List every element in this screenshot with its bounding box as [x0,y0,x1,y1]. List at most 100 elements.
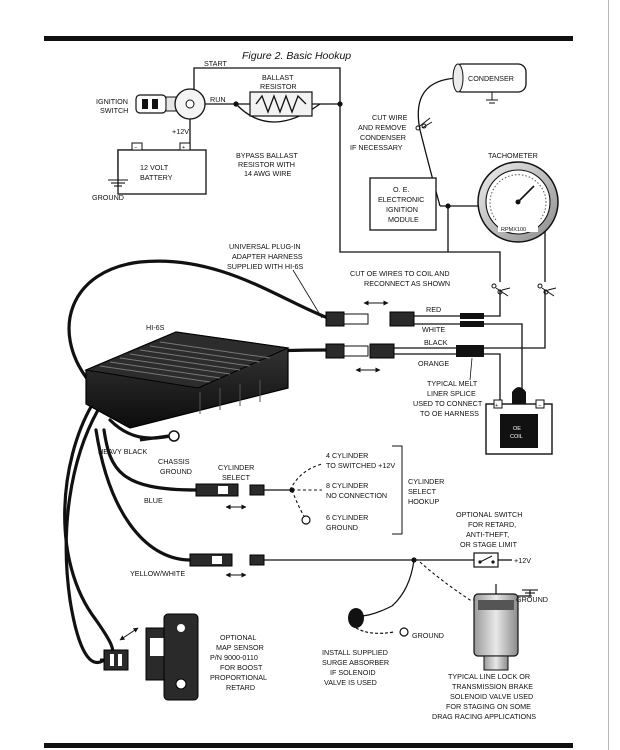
line-lock-label-5: DRAG RACING APPLICATIONS [432,712,536,721]
junction-dot [233,101,239,107]
map-label-1: OPTIONAL [220,633,256,642]
junction-dot [337,101,343,107]
harness-label-3: SUPPLIED WITH HI-6S [227,262,303,271]
optional-switch [473,552,512,568]
bypass-label-3: 14 AWG WIRE [244,169,291,178]
surge-absorber [348,608,364,628]
condenser-label: CONDENSER [468,74,514,83]
junction-dot [445,203,451,209]
coil-minus: − [538,403,541,409]
switch-label-1: OPTIONAL SWITCH [456,510,522,519]
hi6s-label: HI-6S [146,323,165,332]
map-label-6: RETARD [226,683,255,692]
ignition-label-1: IGNITION [96,97,128,106]
bypass-label-2: RESISTOR WITH [238,160,295,169]
cylinder-select-connector [195,483,290,497]
leader-line [292,269,323,319]
cylinder-options-wiring [289,463,323,517]
cyl6-label-2: GROUND [326,523,358,532]
line-lock-label-1: TYPICAL LINE LOCK OR [448,672,530,681]
chassis-label-2: GROUND [160,467,192,476]
coil-label-2: COIL [510,434,523,440]
junction-dot [289,487,295,493]
ballast-label-2: RESISTOR [260,82,297,91]
harness-label-2: ADAPTER HARNESS [232,252,303,261]
cut-wire-label-3: CONDENSER [360,133,406,142]
run-label: RUN [210,95,226,104]
red-label: RED [426,305,441,314]
ground-lug [399,627,409,637]
battery-12v-label: +12V [172,127,189,136]
hookup-label-1: CYLINDER [408,477,444,486]
line-lock-label-3: SOLENOID VALVE USED [450,692,533,701]
cyl6-label-1: 6 CYLINDER [326,513,368,522]
white-label: WHITE [422,325,445,334]
line-lock-label-4: FOR STAGING ON SOME [446,702,531,711]
cylinder-select-label-2: SELECT [222,473,251,482]
coil-plus: + [495,403,498,409]
black-label: BLACK [424,338,448,347]
blue-label: BLUE [144,496,163,505]
condenser [452,63,527,104]
splice-label-3: USED TO CONNECT [413,399,483,408]
cut-oe-label-2: RECONNECT AS SHOWN [364,279,450,288]
yellow-white-connector [189,553,265,567]
solenoid-wire [419,561,486,601]
ground-symbol [522,589,538,597]
cyl4-label-2: TO SWITCHED +12V [326,461,395,470]
cut-wire-label-4: IF NECESSARY [350,143,403,152]
cyl8-label-1: 8 CYLINDER [326,481,368,490]
page-edge-line [608,0,609,750]
map-label-4: FOR BOOST [220,663,263,672]
ground-symbol [108,175,128,187]
heavy-black-label: HEAVY BLACK [98,447,147,456]
yellow-white-label: YELLOW/WHITE [130,569,185,578]
cut-wire-label-2: AND REMOVE [358,123,407,132]
oe-module-label-1: O. E. [393,185,409,194]
ballast-resistor [249,91,313,117]
switch-label-3: ANTI-THEFT, [466,530,509,539]
tachometer [477,161,559,243]
switch-label-4: OR STAGE LIMIT [460,540,518,549]
splice-label-2: LINER SPLICE [427,389,476,398]
harness-label-1: UNIVERSAL PLUG-IN [229,242,301,251]
hookup-label-3: HOOKUP [408,497,439,506]
surge-label-1: INSTALL SUPPLIED [322,648,388,657]
surge-label-3: IF SOLENOID [330,668,376,677]
oe-module-label-3: IGNITION [386,205,418,214]
scissors-icon [537,283,557,297]
harness-cable [63,259,330,664]
ignition-switch [135,88,206,120]
line-lock-label-2: TRANSMISSION BRAKE [452,682,533,691]
map-sensor [100,613,199,701]
tachometer-label: TACHOMETER [488,151,538,160]
connector-black-orange [325,343,395,359]
chassis-label-1: CHASSIS [158,457,190,466]
leader-line [469,357,473,381]
ground-label: GROUND [92,193,124,202]
rpm-label: RPMX100 [501,227,526,233]
coil-label-1: OE [513,426,521,432]
figure-title: Figure 2. Basic Hookup [242,50,351,62]
solenoid-valve [473,584,519,671]
oe-module-label-4: MODULE [388,215,419,224]
connector-red-white [325,311,415,327]
mate-arrow [119,627,139,641]
ignition-label-2: SWITCH [100,106,128,115]
switch-label-2: FOR RETARD, [468,520,516,529]
orange-label: ORANGE [418,359,449,368]
surge-wire [359,559,415,617]
ground-lug [301,515,311,525]
surge-label-2: SURGE ABSORBER [322,658,389,667]
map-label-3: P/N 9000-0110 [210,653,258,662]
cut-oe-label-1: CUT OE WIRES TO COIL AND [350,269,450,278]
battery-label-2: BATTERY [140,173,173,182]
hi6s-box [84,331,290,429]
melt-splices [456,313,484,357]
oe-module [369,177,437,231]
surge-ground-label: GROUND [412,631,444,640]
bypass-label-1: BYPASS BALLAST [236,151,298,160]
ballast-label-1: BALLAST [262,73,294,82]
battery-plus: + [182,145,185,151]
